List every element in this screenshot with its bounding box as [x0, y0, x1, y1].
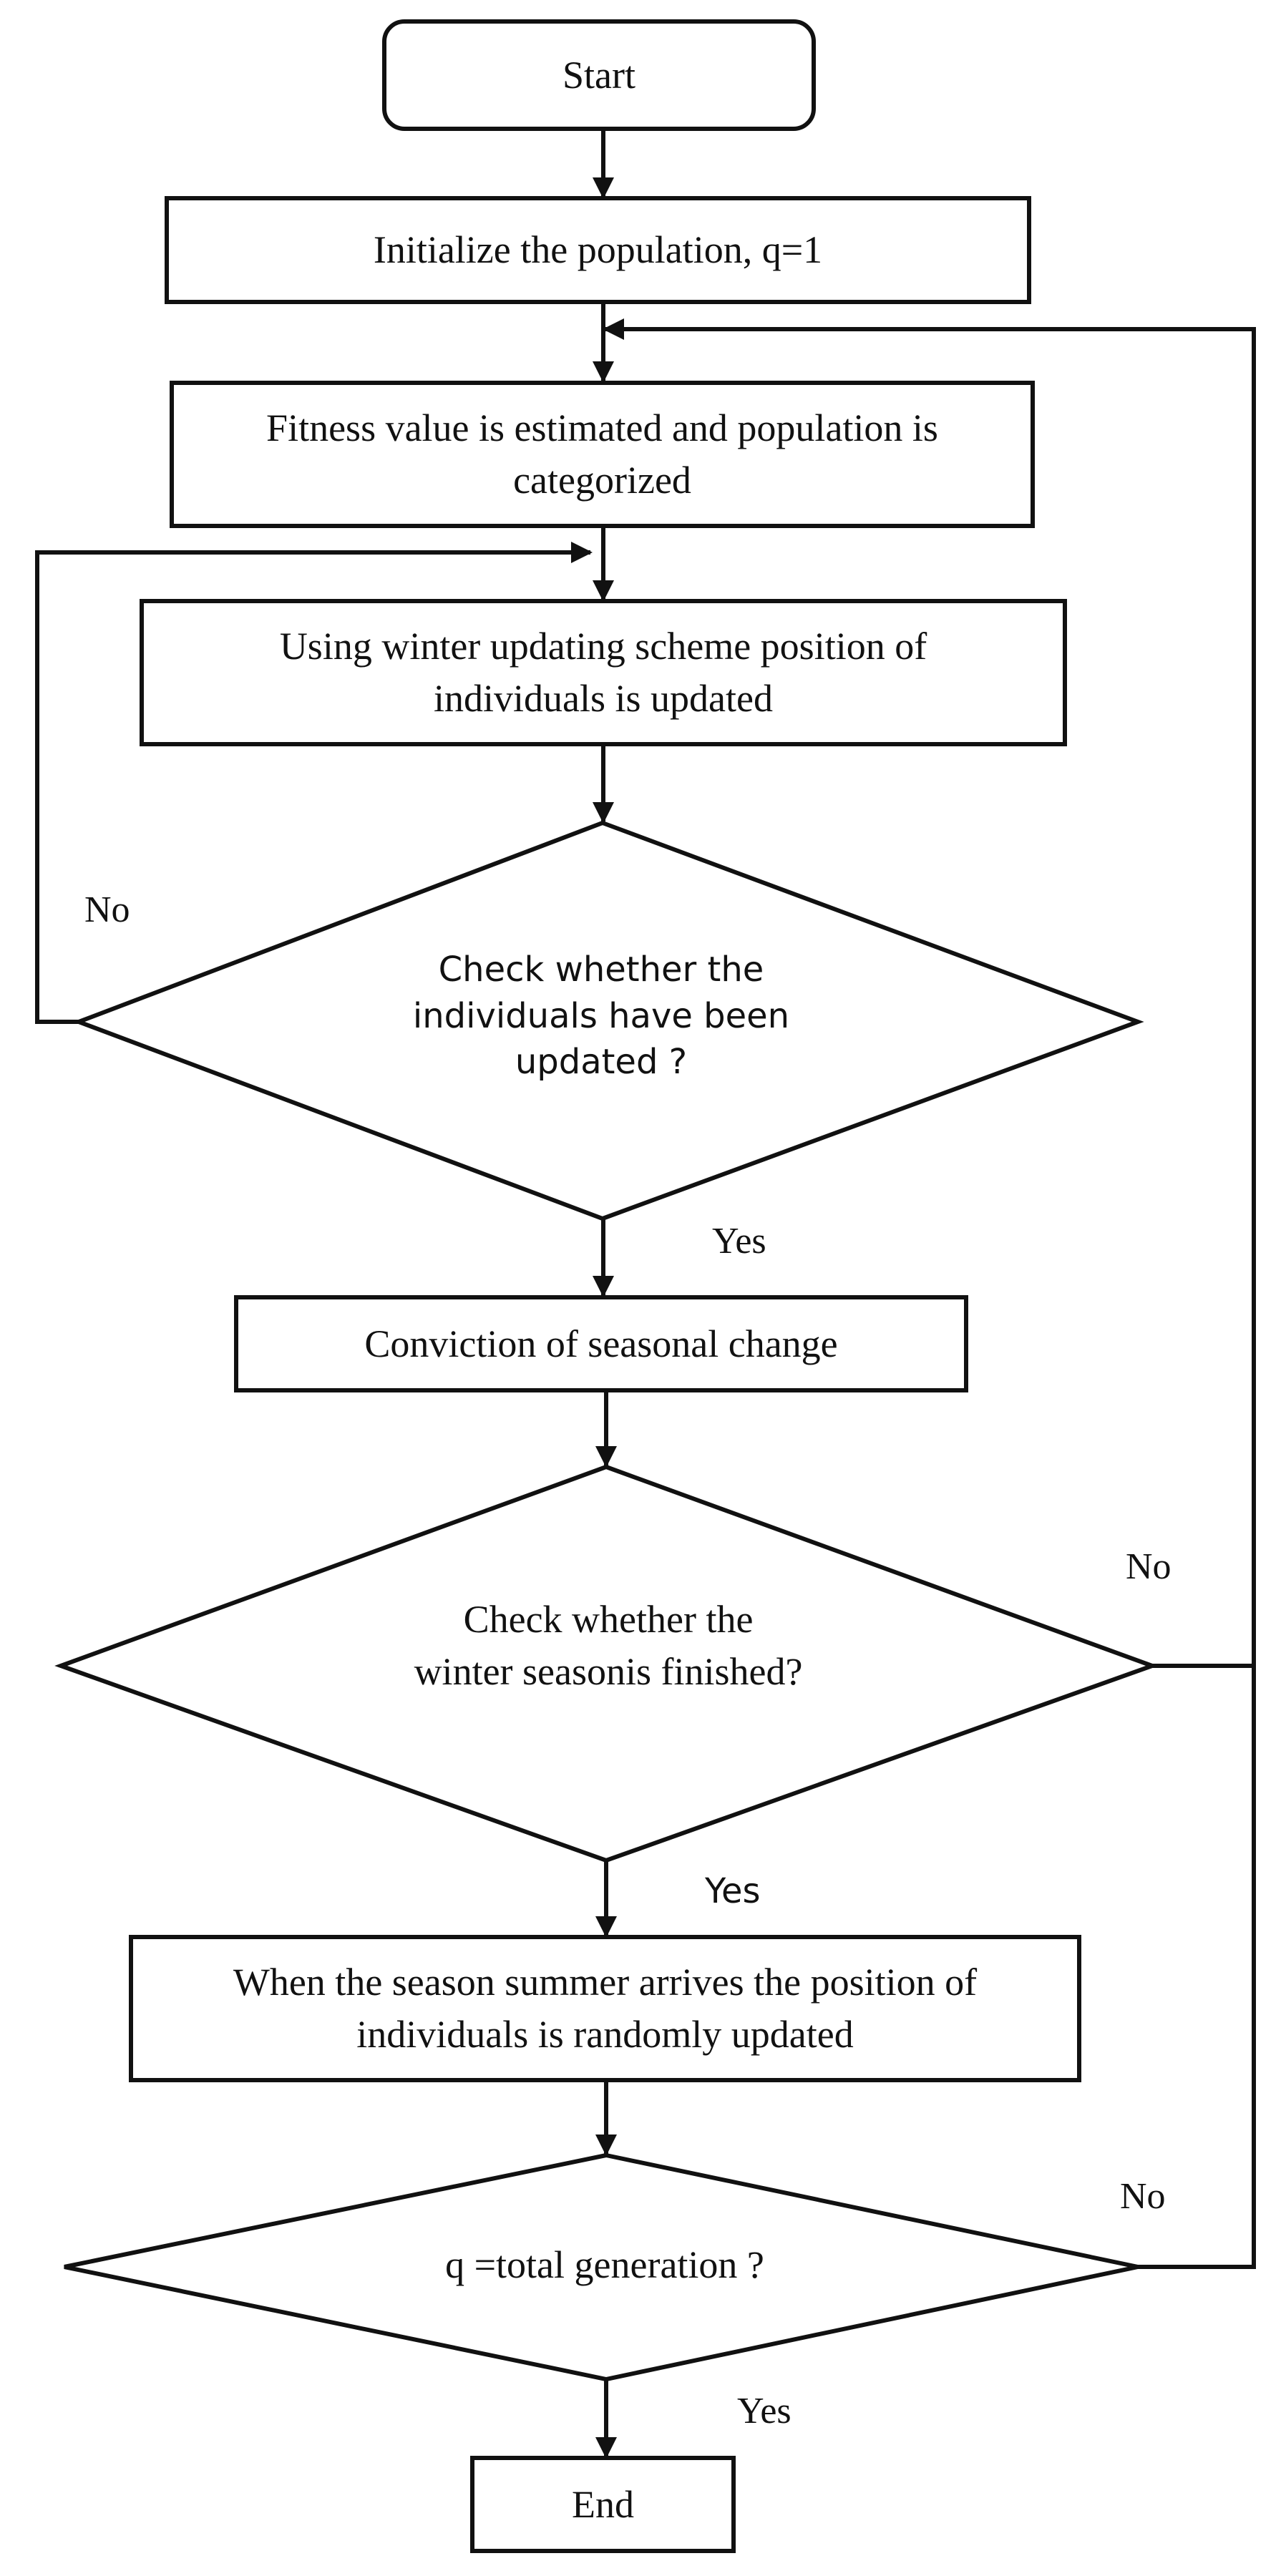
- edge-updated-no-loop: [35, 542, 593, 1024]
- end-terminal: [470, 2456, 736, 2553]
- updated-yes-label: Yes: [712, 1221, 766, 1262]
- updated-no-label: No: [84, 889, 130, 930]
- winter-no-label: No: [1126, 1546, 1172, 1587]
- conviction-box: [234, 1295, 968, 1392]
- fitness-box: [170, 381, 1035, 528]
- check-updated-label: Check whether the individuals have been …: [412, 949, 790, 1083]
- summer-update-label: When the season summer arrives the posit…: [233, 1961, 978, 2056]
- start-label: Start: [562, 53, 635, 97]
- winter-update-box: [140, 599, 1067, 746]
- winter-yes-label: Yes: [705, 1871, 761, 1911]
- check-generation-label: q =total generation ?: [445, 2243, 764, 2286]
- winter-update-label: Using winter updating scheme position of…: [279, 625, 927, 720]
- summer-update-box: [129, 1935, 1081, 2082]
- generation-yes-label: Yes: [737, 2391, 792, 2431]
- fitness-label: Fitness value is estimated and populatio…: [266, 406, 938, 502]
- generation-no-label: No: [1120, 2176, 1166, 2217]
- start-terminal: [382, 19, 816, 131]
- check-winter-label: Check whether the winter seasonis finish…: [414, 1598, 803, 1693]
- edge-generation-no-loop: [1138, 1666, 1256, 2269]
- conviction-label: Conviction of seasonal change: [364, 1322, 838, 1365]
- init-box: [165, 196, 1031, 304]
- end-label: End: [572, 2482, 634, 2526]
- edge-winter-no-loop: [603, 318, 1256, 1668]
- init-label: Initialize the population, q=1: [373, 228, 823, 272]
